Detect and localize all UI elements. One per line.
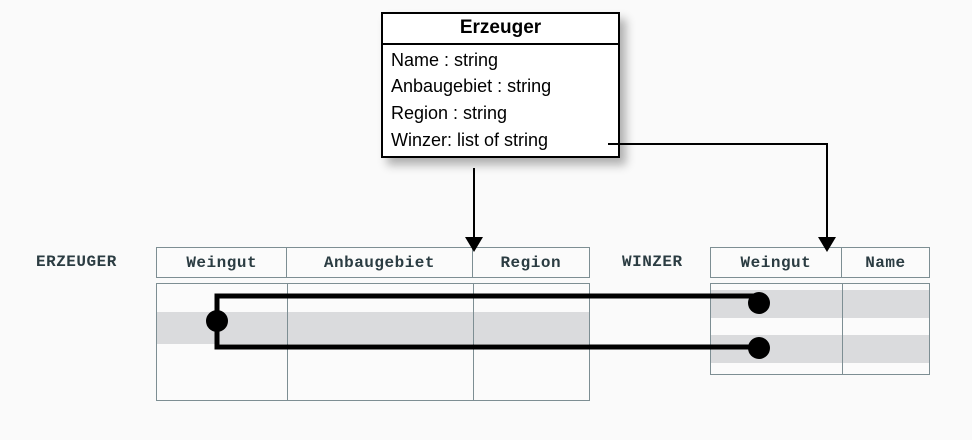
- uml-class-name: Erzeuger: [383, 14, 618, 45]
- column-divider: [842, 284, 843, 374]
- table-row[interactable]: [711, 318, 929, 335]
- uml-attribute-name: Name : string: [391, 49, 499, 70]
- table-row[interactable]: [157, 312, 589, 344]
- column-divider: [473, 284, 474, 400]
- table-body-winzer: [710, 283, 930, 375]
- uml-attribute-list: Name : string Anbaugebiet : string Regio…: [383, 45, 618, 157]
- column-divider: [287, 284, 288, 400]
- uml-class-box: Erzeuger Name : string Anbaugebiet : str…: [381, 12, 620, 159]
- table-label-winzer: WINZER: [622, 253, 683, 271]
- table-row[interactable]: [157, 284, 589, 312]
- column-header-anbaugebiet: Anbaugebiet: [287, 248, 473, 277]
- uml-attribute-anbaugebiet: Anbaugebiet : string: [391, 76, 552, 97]
- table-row[interactable]: [157, 344, 589, 372]
- table-body-erzeuger: [156, 283, 590, 401]
- table-header-erzeuger: Weingut Anbaugebiet Region: [156, 247, 590, 278]
- table-label-erzeuger: ERZEUGER: [36, 253, 117, 271]
- uml-attribute-region: Region : string: [391, 103, 508, 124]
- table-row[interactable]: [711, 290, 929, 318]
- column-header-name: Name: [865, 253, 906, 272]
- table-header-winzer: Weingut Name: [710, 247, 930, 278]
- table-row[interactable]: [711, 335, 929, 363]
- uml-attribute-winzer: Winzer: list of string: [391, 129, 549, 150]
- arrow-winzer-attribute-to-winzer: [608, 143, 836, 252]
- column-header-region: Region: [500, 253, 562, 272]
- column-header-weingut: Weingut: [157, 248, 288, 277]
- column-header-weingut: Weingut: [711, 248, 842, 277]
- table-row[interactable]: [157, 372, 589, 400]
